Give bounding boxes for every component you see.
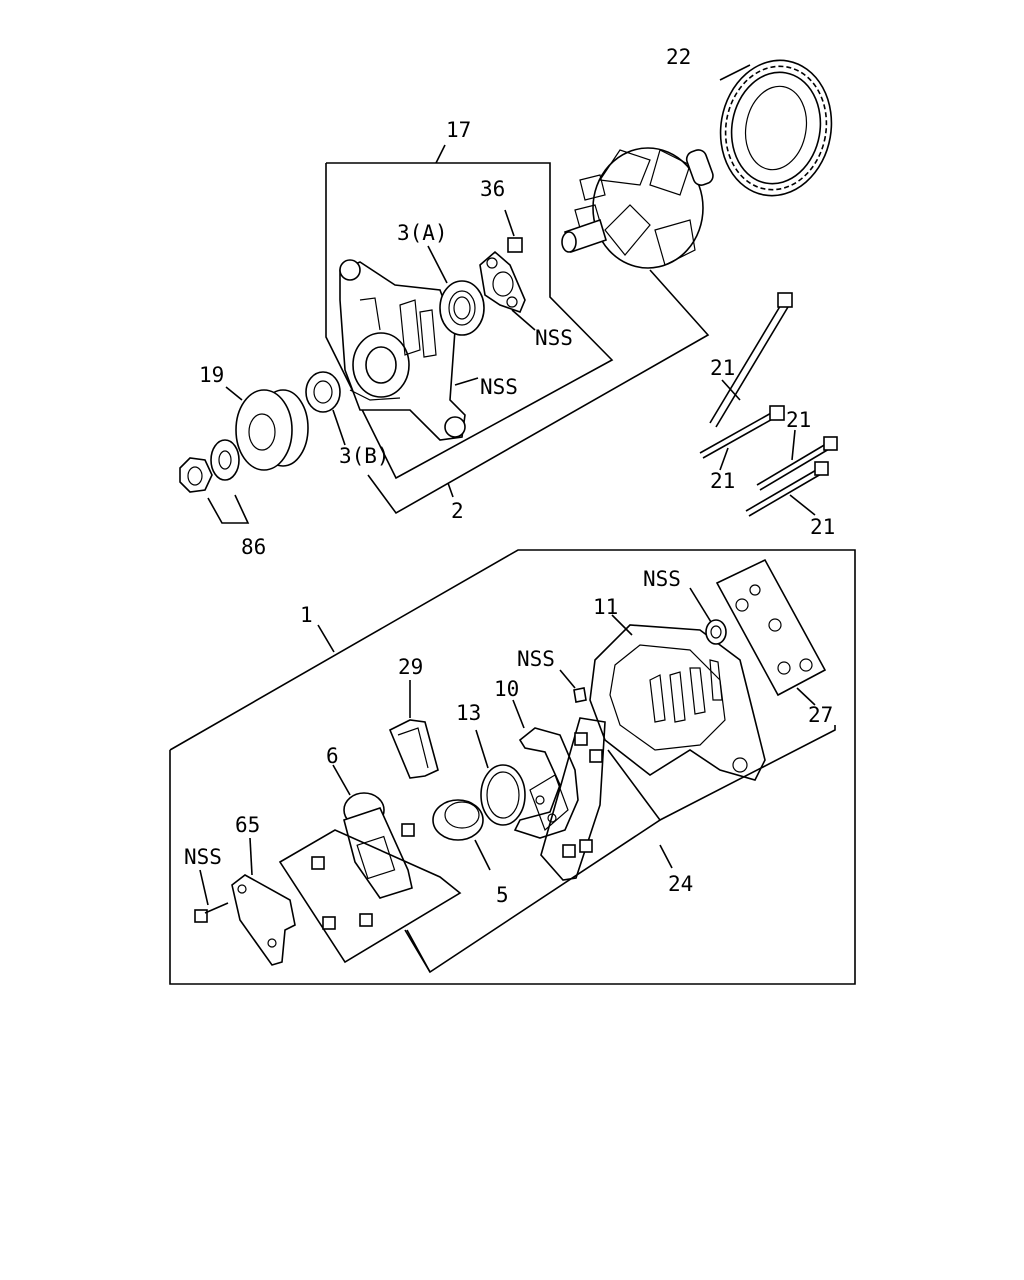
callout-nss-clip: NSS (517, 647, 555, 671)
callout-29: 29 (398, 655, 423, 679)
bearing-3b-part[interactable] (305, 371, 346, 446)
rectifier-part[interactable] (512, 699, 579, 839)
screw-36-part[interactable] (504, 209, 523, 253)
callout-6: 6 (326, 744, 339, 768)
group-box-2 (367, 269, 710, 515)
callout-36: 36 (480, 177, 505, 201)
callout-19: 19 (199, 363, 224, 387)
grommet-part[interactable] (689, 587, 727, 645)
regulator-screw-box[interactable] (278, 823, 462, 973)
terminal-kit-box[interactable] (715, 558, 827, 706)
through-bolt-2[interactable] (699, 405, 785, 459)
callout-nss-grommet: NSS (643, 567, 681, 591)
callout-21-bottom: 21 (810, 515, 835, 539)
retainer-plate-part[interactable] (479, 250, 536, 331)
stator-part[interactable] (710, 51, 842, 204)
seal-ring-part[interactable] (475, 729, 526, 826)
callout-21-right: 21 (786, 408, 811, 432)
through-bolt-3[interactable] (756, 436, 838, 491)
regulator-part[interactable] (332, 764, 413, 899)
callout-27: 27 (808, 703, 833, 727)
callout-3b: 3(B) (339, 444, 390, 468)
group-box-1 (169, 549, 856, 985)
callout-nss-screw: NSS (184, 845, 222, 869)
pulley-part[interactable] (225, 386, 309, 471)
nut-part[interactable] (179, 457, 250, 524)
callout-nss-bracket: NSS (480, 375, 518, 399)
group-box-24 (404, 725, 836, 974)
callout-17: 17 (446, 118, 471, 142)
callout-3a: 3(A) (397, 221, 448, 245)
callout-5: 5 (496, 883, 509, 907)
washer-part[interactable] (210, 439, 240, 481)
callout-11: 11 (593, 595, 618, 619)
brush-holder-part[interactable] (388, 680, 439, 779)
rectifier-screw-box[interactable] (540, 717, 606, 881)
front-bracket-part[interactable] (339, 259, 479, 441)
callout-21-middle: 21 (710, 469, 735, 493)
through-bolt-leaders (719, 379, 816, 516)
bearing-3a-part[interactable] (427, 245, 485, 336)
callout-2: 2 (451, 499, 464, 523)
callout-65: 65 (235, 813, 260, 837)
callout-10: 10 (494, 677, 519, 701)
clip-part[interactable] (559, 669, 587, 703)
callout-1: 1 (300, 603, 313, 627)
callout-22: 22 (666, 45, 691, 69)
rotor-part[interactable] (561, 147, 715, 269)
callout-24: 24 (668, 872, 693, 896)
end-cover-screw-part[interactable] (194, 869, 229, 923)
end-cover-part[interactable] (231, 837, 296, 966)
callout-13: 13 (456, 701, 481, 725)
through-bolt-1[interactable] (709, 292, 793, 428)
group-box-17 (325, 144, 614, 480)
rear-bracket-part[interactable] (589, 614, 766, 781)
callout-86: 86 (241, 535, 266, 559)
callout-21-top: 21 (710, 356, 735, 380)
callout-nss-plate: NSS (535, 326, 573, 350)
cover-5-part[interactable] (432, 799, 491, 871)
through-bolt-4[interactable] (745, 461, 829, 517)
